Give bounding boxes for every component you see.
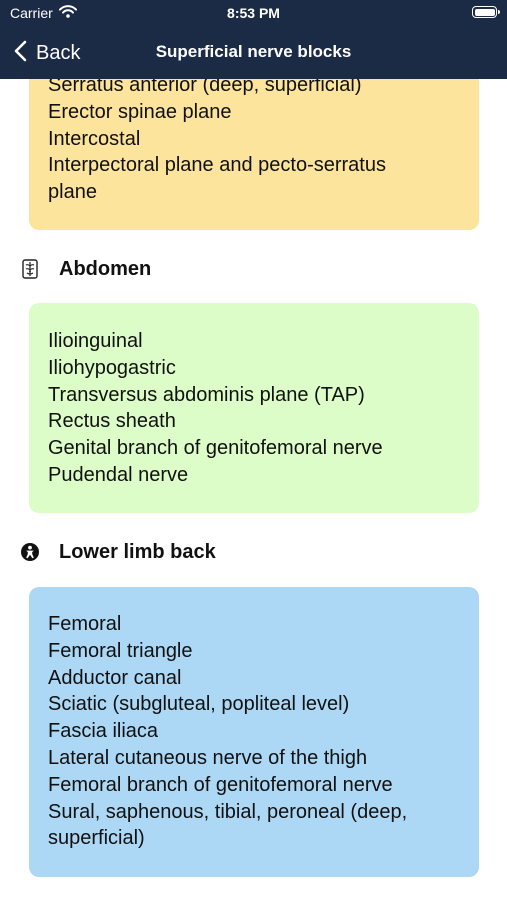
list-item: Femoral bbox=[48, 613, 122, 635]
list-item: superficial) bbox=[48, 827, 145, 850]
lower-limb-blocks-card: Femoral Femoral triangle Adductor canal … bbox=[29, 587, 479, 877]
list-item: Intercostal bbox=[48, 127, 141, 150]
section-header-lower-limb-back: Lower limb back bbox=[19, 539, 216, 565]
section-title-abdomen: Abdomen bbox=[59, 257, 152, 280]
list-item: Pudendal nerve bbox=[48, 463, 189, 486]
status-carrier: Carrier bbox=[10, 5, 77, 21]
list-item: Serratus anterior (deep, superficial) bbox=[48, 74, 362, 96]
carrier-label: Carrier bbox=[10, 5, 53, 21]
list-item: Erector spinae plane bbox=[48, 100, 232, 123]
abdomen-blocks-card: Ilioinguinal Iliohypogastric Transversus… bbox=[29, 303, 479, 513]
list-item: Femoral branch of genitofemoral nerve bbox=[48, 773, 393, 796]
person-circle-icon bbox=[19, 541, 41, 563]
list-item: Sural, saphenous, tibial, peroneal (deep… bbox=[48, 800, 408, 823]
list-item: Sciatic (subgluteal, popliteal level) bbox=[48, 693, 350, 716]
back-button-label: Back bbox=[36, 41, 81, 64]
chevron-left-icon bbox=[14, 40, 27, 67]
status-time: 8:53 PM bbox=[227, 5, 280, 21]
list-item: Genital branch of genitofemoral nerve bbox=[48, 437, 383, 460]
list-item: Interpectoral plane and pecto-serratus bbox=[48, 154, 386, 177]
navigation-bar: Carrier 8:53 PM Back Superficial nerve b… bbox=[0, 0, 507, 79]
list-item: Transversus abdominis plane (TAP) bbox=[48, 383, 365, 406]
abdomen-icon bbox=[19, 258, 41, 280]
list-item: Adductor canal bbox=[48, 666, 182, 689]
section-header-abdomen: Abdomen bbox=[19, 256, 151, 282]
battery-icon bbox=[472, 6, 500, 18]
list-item: plane bbox=[48, 181, 97, 204]
page-title: Superficial nerve blocks bbox=[155, 42, 352, 61]
list-item: Fascia iliaca bbox=[48, 720, 159, 743]
list-item: Lateral cutaneous nerve of the thigh bbox=[48, 746, 368, 769]
list-item: Rectus sheath bbox=[48, 410, 176, 433]
list-item: Femoral triangle bbox=[48, 639, 193, 662]
list-item: Ilioinguinal bbox=[48, 330, 143, 352]
wifi-icon bbox=[58, 5, 77, 21]
list-item: Iliohypogastric bbox=[48, 356, 176, 379]
section-title-lower-limb-back: Lower limb back bbox=[59, 540, 216, 563]
back-button[interactable]: Back bbox=[14, 38, 80, 68]
